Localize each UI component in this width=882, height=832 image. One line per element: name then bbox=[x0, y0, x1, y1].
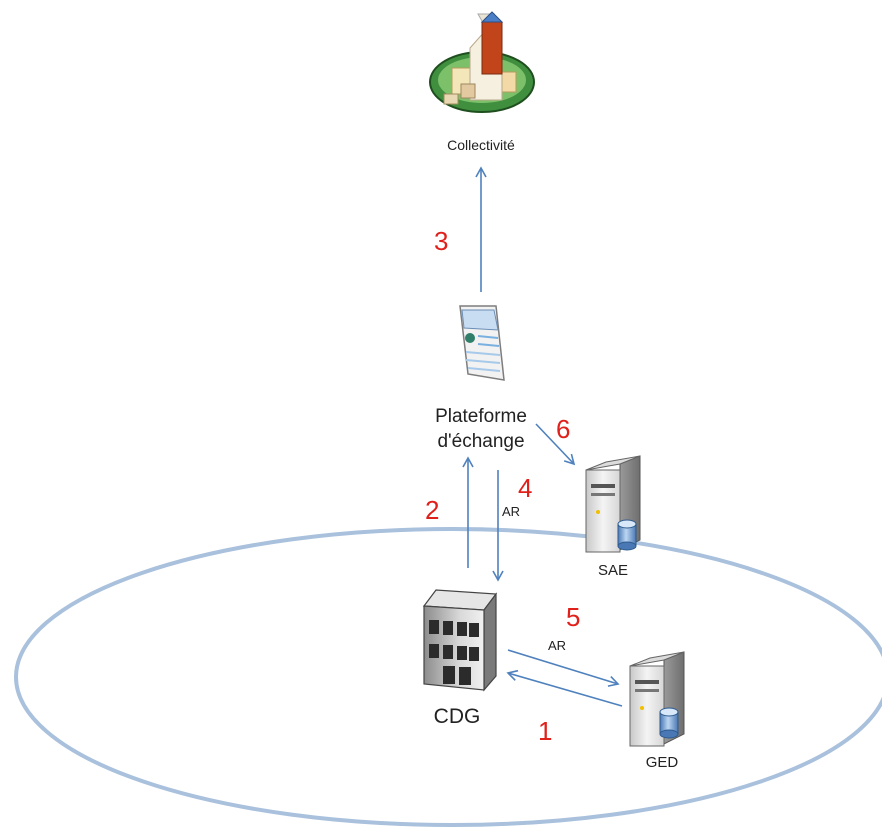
node-label-sae: SAE bbox=[598, 562, 628, 579]
arrow-ged-to-cdg bbox=[506, 669, 623, 707]
step-number-3: 3 bbox=[434, 226, 448, 256]
sae-server-icon bbox=[585, 455, 641, 553]
step-number-1: 1 bbox=[538, 716, 552, 746]
arrow-cdg-to-ged bbox=[507, 649, 620, 687]
node-label-plateforme-line2: d'échange bbox=[437, 431, 524, 452]
step-number-6: 6 bbox=[556, 414, 570, 444]
arrow-label-ar-4: AR bbox=[502, 504, 520, 519]
node-label-ged: GED bbox=[646, 754, 679, 771]
node-label-plateforme-line1: Plateforme bbox=[435, 406, 527, 427]
perimeter-ellipse bbox=[14, 527, 882, 827]
step-number-5: 5 bbox=[566, 602, 580, 632]
arrow-plateforme-to-sae bbox=[535, 423, 576, 466]
arrow-label-ar-5: AR bbox=[548, 638, 566, 653]
ged-server-icon bbox=[629, 651, 685, 747]
step-number-4: 4 bbox=[518, 473, 532, 503]
building-icon bbox=[422, 589, 498, 692]
step-number-2: 2 bbox=[425, 495, 439, 525]
node-label-collectivite: Collectivité bbox=[447, 137, 515, 153]
node-label-cdg: CDG bbox=[434, 705, 481, 728]
document-icon bbox=[459, 305, 505, 381]
town-icon bbox=[429, 11, 535, 113]
